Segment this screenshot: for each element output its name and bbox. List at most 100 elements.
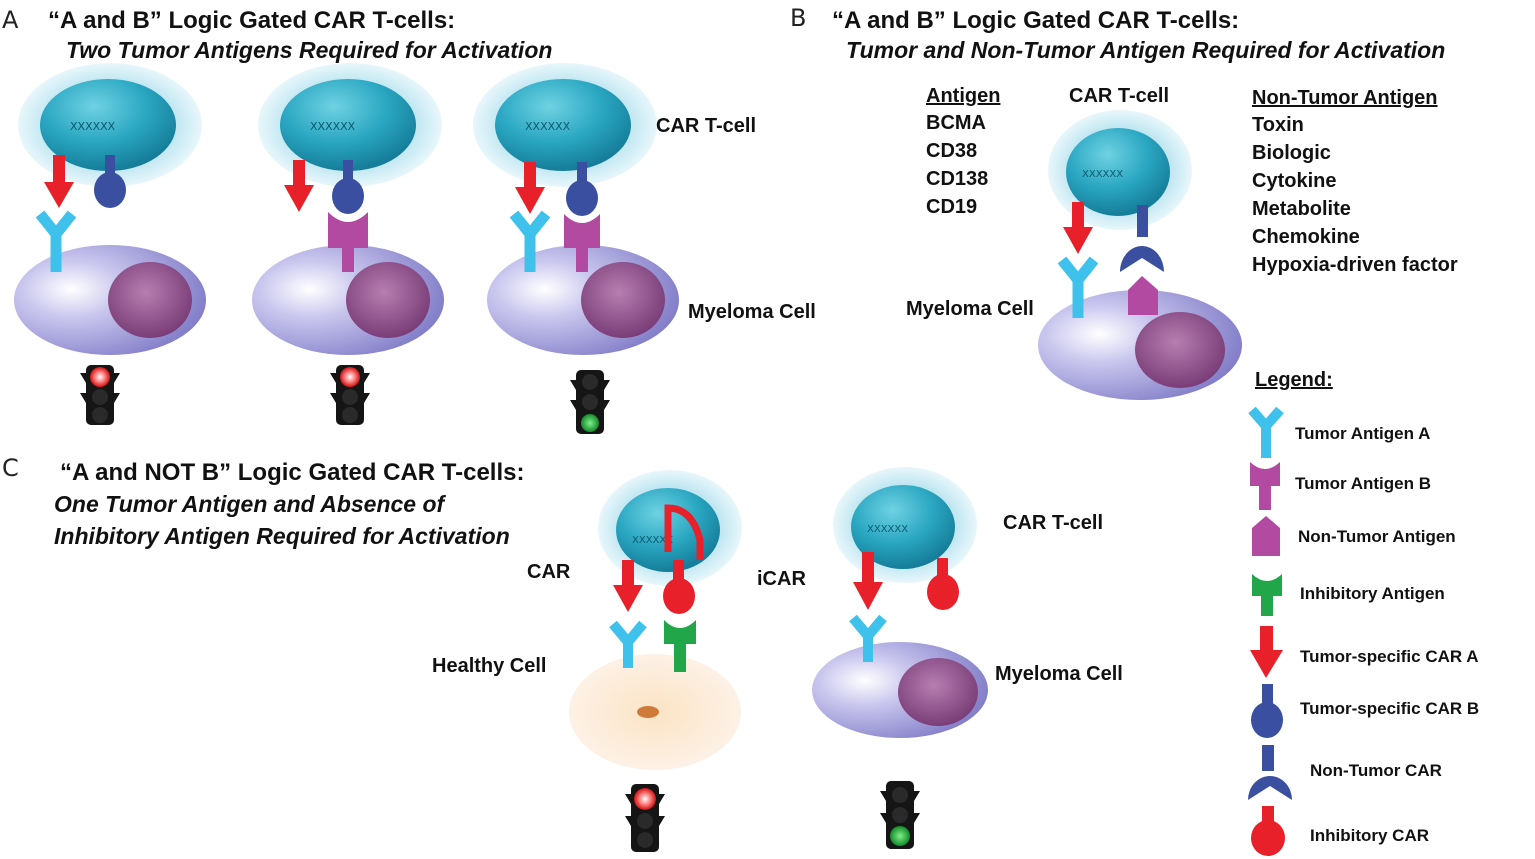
legend: Legend: Tumor Antigen A Tumor Antigen B … <box>1248 369 1479 856</box>
antigen-header: Antigen <box>926 85 1000 107</box>
traffic-light-red-icon <box>625 784 665 852</box>
car-a-arrow <box>613 560 643 612</box>
tcell-nucleus <box>40 79 176 171</box>
car-a-arrow <box>284 160 314 212</box>
antigen-a <box>35 210 77 272</box>
antigen-a <box>1057 256 1099 318</box>
car-a-arrow <box>1063 202 1093 254</box>
panel-a-scene-3: XXXXXX <box>473 63 679 355</box>
inhibitory-antigen-icon <box>1252 574 1282 616</box>
antigen-b <box>328 212 368 272</box>
panel-c: C “A and NOT B” Logic Gated CAR T-cells:… <box>2 454 1123 852</box>
svg-text:XXXXXX: XXXXXX <box>525 120 571 133</box>
panel-c-subtitle-line1: One Tumor Antigen and Absence of <box>54 491 447 517</box>
panel-b-subtitle: Tumor and Non-Tumor Antigen Required for… <box>846 37 1445 63</box>
non-tumor-item: Cytokine <box>1252 170 1336 192</box>
non-tumor-car <box>1120 205 1164 272</box>
inhibitory-car <box>663 560 695 614</box>
panel-a-title: “A and B” Logic Gated CAR T-cells: <box>48 7 455 34</box>
car-b <box>94 155 126 208</box>
myeloma-nucleus <box>346 262 430 338</box>
antigen-a <box>509 210 551 272</box>
svg-text:XXXXXX: XXXXXX <box>1082 169 1123 180</box>
panel-c-tcell-label: CAR T-cell <box>1003 512 1103 534</box>
non-tumor-antigen <box>1128 276 1158 315</box>
legend-label: Non-Tumor CAR <box>1310 761 1442 780</box>
non-tumor-item: Toxin <box>1252 114 1304 136</box>
panel-a-scene-1: XXXXXX <box>14 63 206 355</box>
tumor-specific-car-b-icon <box>1251 684 1283 738</box>
myeloma-nucleus <box>581 262 665 338</box>
panel-b-scene: XXXXXX <box>1038 110 1242 400</box>
panel-c-healthy-scene: XXXXXX <box>569 470 742 770</box>
panel-c-subtitle-line2: Inhibitory Antigen Required for Activati… <box>54 523 510 549</box>
tcell-nucleus <box>1066 128 1170 216</box>
traffic-light-red-icon <box>330 365 370 425</box>
non-tumor-item: Metabolite <box>1252 198 1351 220</box>
panel-a-scene-2: XXXXXX <box>252 63 444 355</box>
myeloma-nucleus <box>898 658 978 726</box>
panel-c-healthy-label: Healthy Cell <box>432 655 546 677</box>
traffic-light-red-icon <box>80 365 120 425</box>
tcell-nucleus <box>851 485 955 569</box>
svg-text:XXXXXX: XXXXXX <box>310 120 356 133</box>
antigen-a <box>849 614 887 662</box>
car-a-arrow <box>515 162 545 214</box>
legend-label: Inhibitory Antigen <box>1300 584 1445 603</box>
traffic-light-green-icon <box>570 370 610 434</box>
car-a-arrow <box>853 552 883 610</box>
panel-b-tcell-label: CAR T-cell <box>1069 85 1169 107</box>
myeloma-nucleus <box>108 262 192 338</box>
legend-label: Tumor-specific CAR A <box>1300 647 1479 666</box>
panel-b-title: “A and B” Logic Gated CAR T-cells: <box>832 7 1239 34</box>
non-tumor-car-icon <box>1248 745 1292 800</box>
antigen-item: CD19 <box>926 196 977 218</box>
antigen-a <box>609 620 647 668</box>
traffic-light-green-icon <box>880 781 920 849</box>
tumor-antigen-a-icon <box>1248 406 1284 458</box>
panel-c-letter: C <box>2 454 19 482</box>
panel-a-myeloma-label: Myeloma Cell <box>688 301 816 323</box>
panel-b: B “A and B” Logic Gated CAR T-cells: Tum… <box>790 4 1458 400</box>
tumor-specific-car-a-icon <box>1250 626 1283 678</box>
healthy-cell-nucleus <box>637 706 659 718</box>
panel-b-letter: B <box>790 4 806 32</box>
inhibitory-antigen <box>664 620 696 672</box>
antigen-item: CD38 <box>926 140 977 162</box>
legend-label: Tumor Antigen A <box>1295 424 1430 443</box>
svg-text:XXXXXX: XXXXXX <box>70 120 116 133</box>
non-tumor-item: Hypoxia-driven factor <box>1252 254 1458 276</box>
inhibitory-car <box>927 558 959 610</box>
car-a-arrow <box>44 155 74 208</box>
panel-c-car-label: CAR <box>527 561 571 583</box>
car-b <box>566 162 598 216</box>
non-tumor-item: Chemokine <box>1252 226 1360 248</box>
tumor-antigen-b-icon <box>1250 462 1280 510</box>
antigen-item: CD138 <box>926 168 988 190</box>
legend-label: Tumor-specific CAR B <box>1300 699 1479 718</box>
inhibition-signal <box>664 504 704 560</box>
non-tumor-antigen-icon <box>1252 516 1280 556</box>
panel-b-myeloma-label: Myeloma Cell <box>906 298 1034 320</box>
legend-label: Inhibitory CAR <box>1310 826 1429 845</box>
panel-c-myeloma-scene: XXXXXX <box>812 467 988 738</box>
svg-text:XXXXXX: XXXXXX <box>632 535 673 546</box>
tcell-nucleus <box>280 79 416 171</box>
panel-c-icar-label: iCAR <box>757 568 806 590</box>
svg-text:XXXXXX: XXXXXX <box>867 524 908 535</box>
legend-title: Legend: <box>1255 369 1333 391</box>
legend-label: Non-Tumor Antigen <box>1298 527 1456 546</box>
inhibitory-car-icon <box>1251 806 1285 856</box>
antigen-item: BCMA <box>926 112 986 134</box>
panel-c-title: “A and NOT B” Logic Gated CAR T-cells: <box>60 459 524 486</box>
panel-a-letter: A <box>2 6 19 34</box>
myeloma-nucleus <box>1135 312 1225 388</box>
panel-a-subtitle: Two Tumor Antigens Required for Activati… <box>66 37 552 63</box>
panel-a: A “A and B” Logic Gated CAR T-cells: Two… <box>2 6 816 434</box>
car-b <box>332 160 364 214</box>
non-tumor-header: Non-Tumor Antigen <box>1252 87 1438 109</box>
antigen-b <box>564 214 600 272</box>
legend-label: Tumor Antigen B <box>1295 474 1431 493</box>
non-tumor-item: Biologic <box>1252 142 1331 164</box>
